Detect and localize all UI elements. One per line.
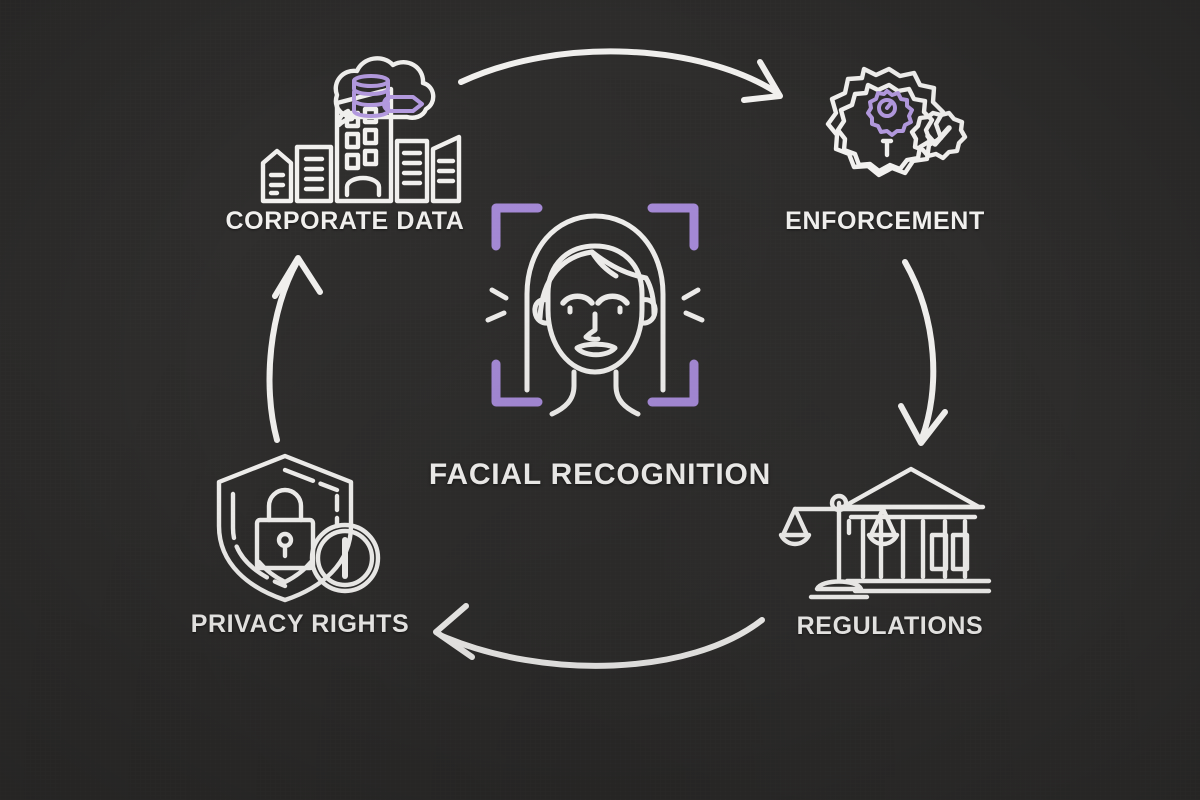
scales-courthouse-icon [778, 466, 992, 600]
arrow-left [266, 255, 323, 443]
center-facial-recognition[interactable] [470, 190, 730, 425]
shield-gear-checkmark-icon [825, 66, 968, 178]
node-label-enforcement: ENFORCEMENT [785, 207, 985, 235]
arrow-bottom [433, 603, 765, 669]
center-label-facial-recognition: FACIAL RECOGNITION [428, 458, 772, 491]
arrow-top [458, 48, 783, 103]
node-enforcement[interactable]: ENFORCEMENT [760, 55, 1010, 255]
node-corporate-data[interactable]: CORPORATE DATA [215, 55, 475, 255]
arrow-right [898, 259, 948, 446]
node-label-regulations: REGULATIONS [796, 612, 984, 640]
node-label-privacy-rights: PRIVACY RIGHTS [190, 610, 410, 638]
node-label-corporate-data: CORPORATE DATA [225, 207, 465, 235]
face-scan-icon [485, 203, 705, 417]
office-buildings-cloud-database-icon [260, 56, 462, 204]
shield-padlock-icon [216, 453, 381, 603]
node-regulations[interactable]: REGULATIONS [765, 455, 1015, 655]
node-privacy-rights[interactable]: PRIVACY RIGHTS [175, 450, 425, 650]
